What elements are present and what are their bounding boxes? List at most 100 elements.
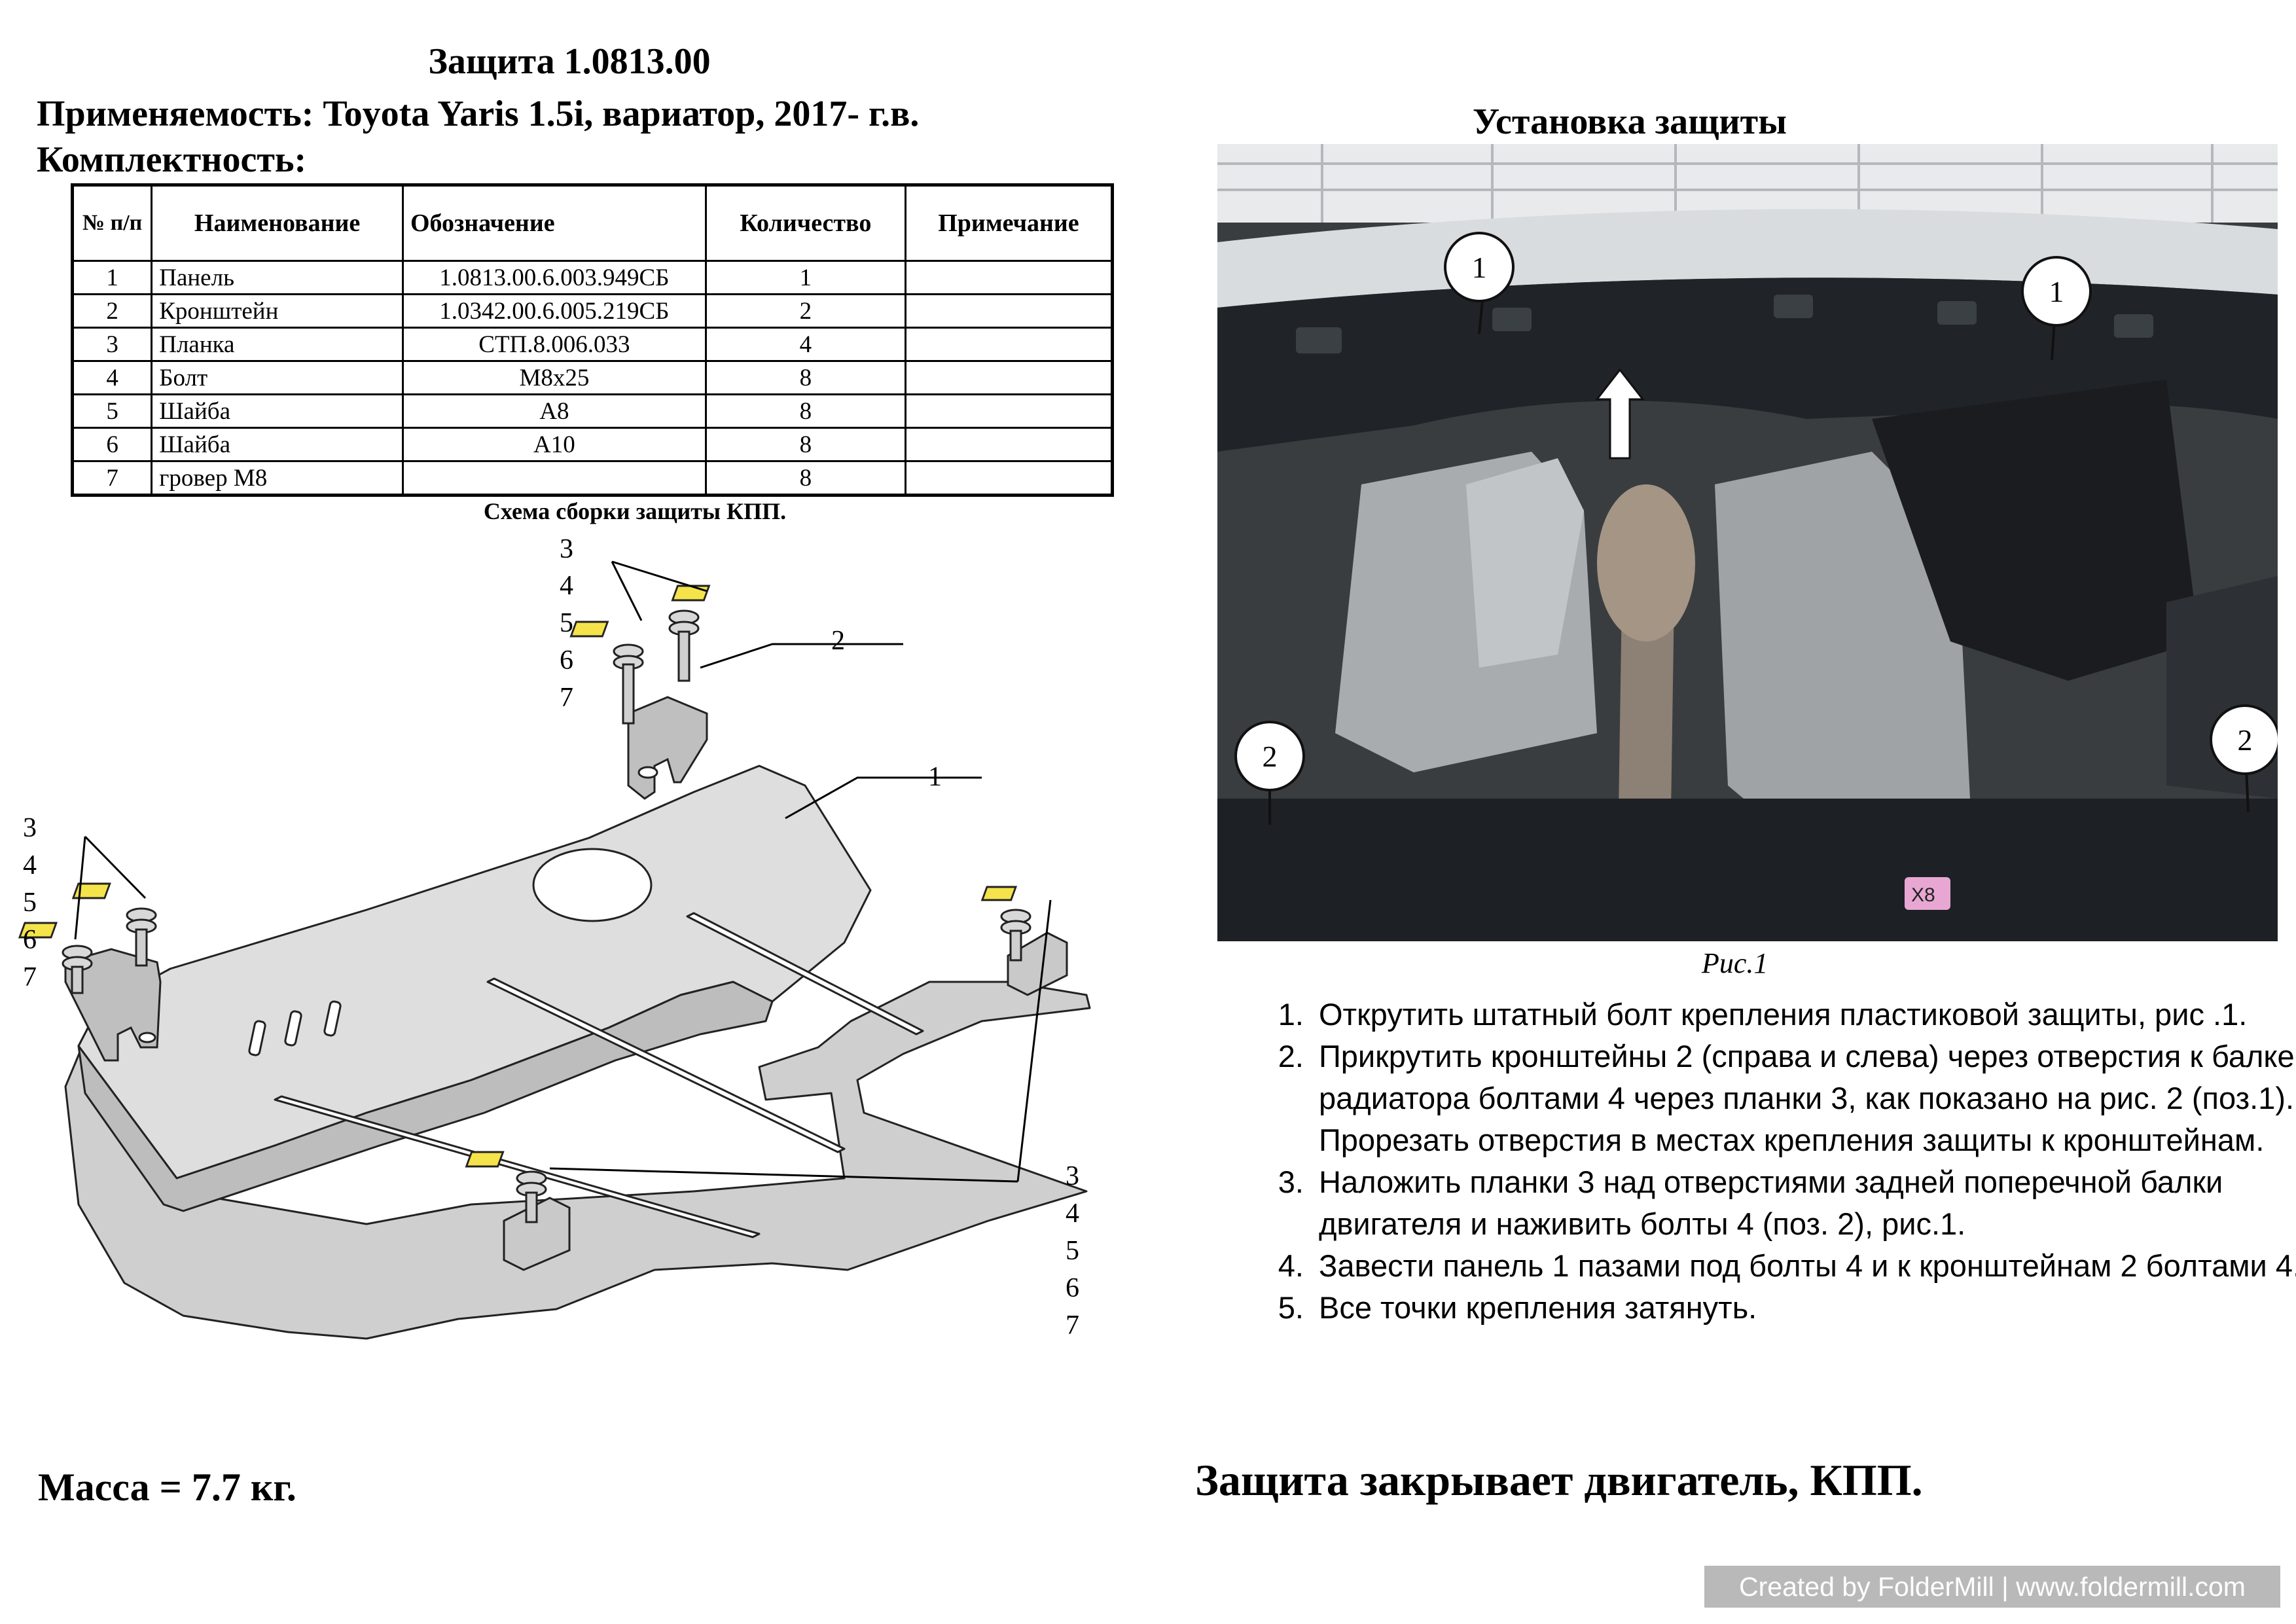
callout-labels: 1 2 3 4 5 6 7 3 4 5 6 7 3 4 5 6 7: [23, 534, 1079, 1341]
row-code: А10: [401, 427, 707, 462]
applicability-line: Применяемость: Toyota Yaris 1.5i, вариат…: [37, 94, 920, 134]
row-number: 4: [71, 360, 153, 395]
row-number: 5: [71, 393, 153, 429]
bracket-top: [627, 696, 708, 800]
callout-stack-top-4: 4: [560, 571, 573, 601]
table-row: 2 Кронштейн 1.0342.00.6.005.219СБ 2: [71, 293, 1114, 329]
row-qty: 8: [704, 393, 906, 429]
row-number: 7: [71, 460, 153, 496]
bolt-stack-bottom: [465, 1151, 547, 1223]
row-code: СТП.8.006.033: [401, 327, 707, 362]
bracket-left: [64, 948, 162, 1062]
photo-callout-2b: 2: [2210, 704, 2278, 812]
col-header-code: Обозначение: [401, 184, 707, 262]
document-title: Защита 1.0813.00: [428, 41, 711, 82]
skid-plate-panel: [64, 765, 1091, 1340]
step-item: Наложить планки 3 над отверстиями задней…: [1312, 1161, 2296, 1245]
row-qty: 8: [704, 460, 906, 496]
watermark: Created by FolderMill | www.foldermill.c…: [1704, 1566, 2280, 1608]
photo-callout-2b-text: 2: [2238, 723, 2253, 757]
row-note: [904, 360, 1114, 395]
row-qty: 8: [704, 427, 906, 462]
callout-stack-left-5: 5: [23, 888, 37, 918]
row-code: [401, 460, 707, 496]
row-number: 1: [71, 260, 153, 295]
photo-callout-2a: 2: [1234, 721, 1305, 825]
step-item: Завести панель 1 пазами под болты 4 и к …: [1312, 1245, 2296, 1287]
bolt-stack-right: [980, 886, 1031, 962]
table-row: 1 Панель 1.0813.00.6.003.949СБ 1: [71, 260, 1114, 295]
row-note: [904, 327, 1114, 362]
row-qty: 4: [704, 327, 906, 362]
installation-title: Установка защиты: [1473, 101, 1787, 142]
photo-tag-text: X8: [1911, 884, 1935, 906]
leader-lines: [74, 560, 1052, 1183]
callout-stack-left-3: 3: [23, 813, 37, 843]
step-item: Прикрутить кронштейны 2 (справа и слева)…: [1312, 1036, 2296, 1161]
figure-caption: Рис.1: [1702, 947, 1768, 979]
photo-callout-2a-text: 2: [1263, 740, 1278, 773]
table-row: 7 гровер М8 8: [71, 460, 1114, 496]
callout-stack-top-7: 7: [560, 683, 573, 713]
row-number: 3: [71, 327, 153, 362]
installation-steps: Открутить штатный болт крепления пластик…: [1273, 994, 2296, 1329]
col-header-qty: Количество: [704, 184, 906, 262]
callout-stack-right-3: 3: [1066, 1161, 1079, 1191]
row-note: [904, 293, 1114, 329]
table-row: 5 Шайба А8 8: [71, 393, 1114, 429]
parts-table: № п/п Наименование Обозначение Количеств…: [71, 183, 1114, 497]
bolt-stack-left-a: [71, 882, 157, 967]
col-header-name: Наименование: [151, 184, 404, 262]
col-header-note: Примечание: [904, 184, 1114, 262]
col-header-number: № п/п: [71, 184, 153, 262]
row-note: [904, 260, 1114, 295]
callout-stack-left-6: 6: [23, 925, 37, 955]
row-name: Шайба: [151, 393, 404, 429]
mass-label: Масса = 7.7 кг.: [38, 1466, 296, 1509]
row-note: [904, 393, 1114, 429]
coverage-statement: Защита закрывает двигатель, КПП.: [1195, 1455, 1923, 1505]
row-code: 1.0342.00.6.005.219СБ: [401, 293, 707, 329]
row-code: 1.0813.00.6.003.949СБ: [401, 260, 707, 295]
strip-bottom: [503, 1197, 571, 1271]
row-note: [904, 427, 1114, 462]
callout-stack-left-4: 4: [23, 850, 37, 880]
row-qty: 1: [704, 260, 906, 295]
row-qty: 2: [704, 293, 906, 329]
row-qty: 8: [704, 360, 906, 395]
callout-stack-top-3: 3: [560, 534, 573, 564]
bolt-stack-top-a: [569, 621, 644, 725]
callout-panel-1: 1: [928, 762, 942, 792]
table-row: 6 Шайба А10 8: [71, 427, 1114, 462]
row-name: гровер М8: [151, 460, 404, 496]
bolt-stack-left-b: [18, 922, 93, 994]
assembly-scheme-drawing: 1 2 3 4 5 6 7 3 4 5 6 7 3 4 5 6 7: [18, 534, 1091, 1341]
row-name: Кронштейн: [151, 293, 404, 329]
row-name: Шайба: [151, 427, 404, 462]
step-item: Открутить штатный болт крепления пластик…: [1312, 994, 2296, 1036]
installation-photo: X8 1 1 2 2: [1217, 144, 2278, 941]
step-item: Все точки крепления затянуть.: [1312, 1287, 2296, 1329]
callout-bracket-2: 2: [831, 626, 845, 656]
row-number: 2: [71, 293, 153, 329]
callout-stack-right-5: 5: [1066, 1236, 1079, 1266]
row-name: Планка: [151, 327, 404, 362]
table-header-row: № п/п Наименование Обозначение Количеств…: [71, 184, 1114, 262]
callout-stack-right-6: 6: [1066, 1273, 1079, 1303]
table-row: 4 Болт М8х25 8: [71, 360, 1114, 395]
photo-callout-1b-text: 1: [2049, 275, 2064, 308]
callout-stack-top-5: 5: [560, 608, 573, 638]
photo-callout-1a-text: 1: [1472, 251, 1487, 284]
row-name: Панель: [151, 260, 404, 295]
row-code: А8: [401, 393, 707, 429]
photo-callout-1b: 1: [2021, 256, 2092, 361]
callout-stack-left-7: 7: [23, 962, 37, 992]
photo-callout-1a: 1: [1444, 232, 1515, 334]
row-number: 6: [71, 427, 153, 462]
callout-stack-top-6: 6: [560, 645, 573, 676]
table-row: 3 Планка СТП.8.006.033 4: [71, 327, 1114, 362]
row-code: М8х25: [401, 360, 707, 395]
callout-stack-right-4: 4: [1066, 1199, 1079, 1229]
row-name: Болт: [151, 360, 404, 395]
kit-label: Комплектность:: [37, 139, 307, 180]
